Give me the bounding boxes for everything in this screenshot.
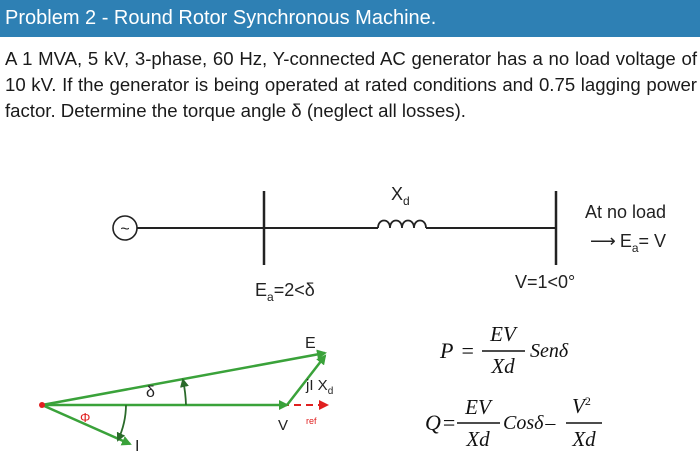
q-cos-term: Cosδ– — [503, 412, 556, 434]
i-label: I — [135, 438, 139, 455]
single-line-circuit: ~ Xd At no load ⟶Ea= V Ea=2<δ V=1<0° — [112, 184, 666, 304]
i-phasor — [41, 403, 132, 446]
p-sin-term: Senδ — [530, 340, 569, 362]
q-v2-numerator: V2 — [572, 394, 591, 418]
no-load-line1: At no load — [585, 202, 666, 222]
q-numerator: EV — [464, 395, 493, 419]
reactance-label: Xd — [391, 184, 410, 208]
no-load-line2: ⟶Ea= V — [590, 231, 666, 255]
phasor-diagram: E δ Φ I V ref jI Xd — [39, 335, 333, 455]
p-numerator: EV — [489, 322, 518, 346]
e-label: E — [305, 335, 316, 352]
phi-label: Φ — [80, 410, 90, 425]
phi-angle-arc — [116, 404, 127, 442]
power-equations: P= EV Xd Senδ Q= EV Xd Cosδ– V2 Xd — [425, 322, 602, 451]
ref-label: ref — [306, 416, 317, 426]
delta-angle-arc — [180, 378, 189, 406]
source-symbol: ~ — [120, 221, 129, 238]
slide-title: Problem 2 - Round Rotor Synchronous Mach… — [0, 0, 700, 37]
v-phasor-label: V — [278, 417, 288, 434]
phasor-origin — [39, 402, 45, 408]
reactance-coil-icon — [377, 219, 427, 229]
delta-label: δ — [146, 384, 155, 401]
p-denominator: Xd — [490, 354, 515, 378]
jixd-label: jI Xd — [305, 377, 333, 397]
e-phasor — [41, 349, 327, 407]
problem-statement: A 1 MVA, 5 kV, 3-phase, 60 Hz, Y-connect… — [5, 48, 697, 121]
q-equation-lhs: Q= — [425, 410, 455, 435]
jixd-phasor — [286, 354, 327, 406]
q-v2-denominator: Xd — [571, 427, 596, 451]
v-label: V=1<0° — [515, 272, 575, 292]
p-equation-lhs: P= — [439, 338, 474, 363]
ea-label: Ea=2<δ — [255, 280, 315, 304]
q-denominator: Xd — [465, 427, 490, 451]
